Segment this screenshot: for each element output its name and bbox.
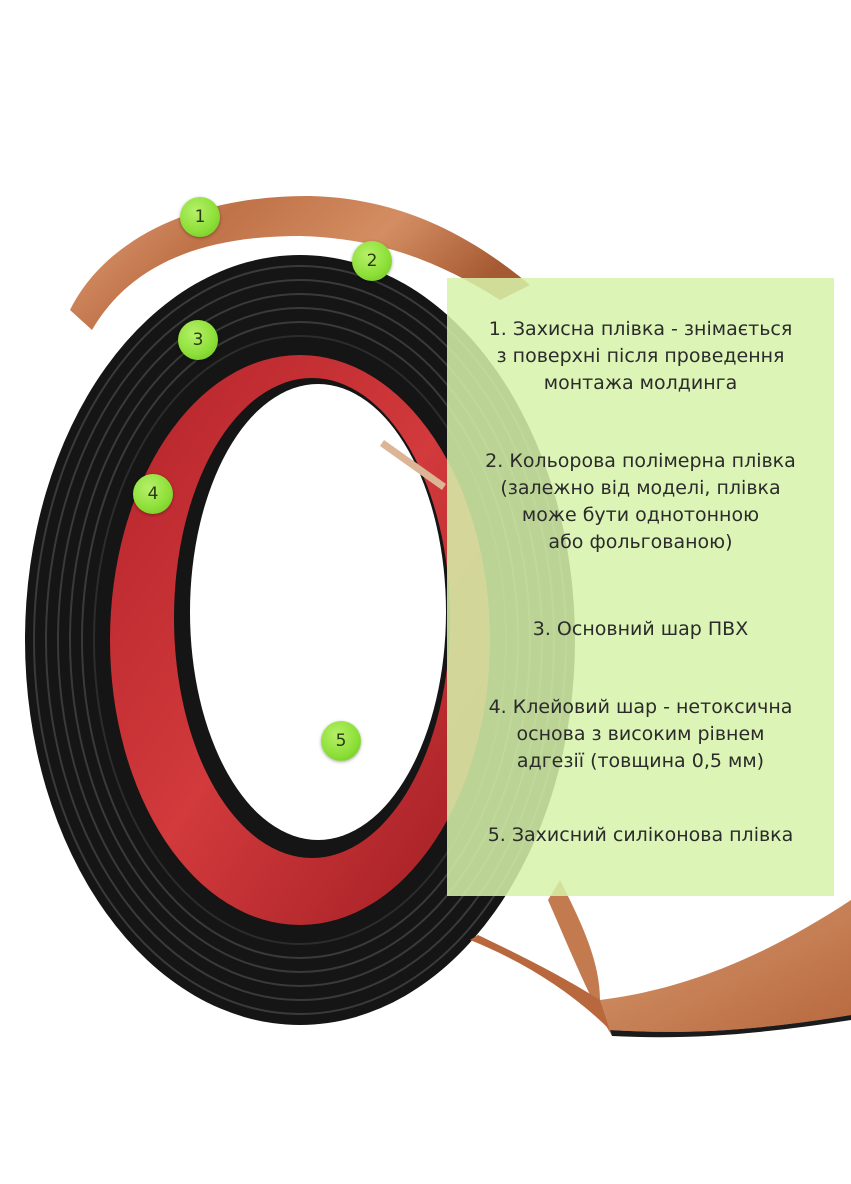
inner-highlight [380,440,446,490]
marker-3: 3 [178,320,218,360]
copper-side-edge [470,880,612,1036]
layer-4-description: 4. Клейовий шар - нетоксична основа з ви… [488,696,793,772]
adhesive-layer [110,355,490,925]
marker-4: 4 [133,474,173,514]
layer-2-description: 2. Кольорова полімерна плівка (залежно в… [485,450,796,553]
tape-tail [600,900,851,1038]
layer-1-description: 1. Захисна плівка - знімається з поверхн… [488,318,793,394]
layer-3-description: 3. Основний шар ПВХ [532,618,749,640]
marker-5: 5 [321,721,361,761]
marker-2: 2 [352,241,392,281]
layer-5-description: 5. Захисний силіконова плівка [487,824,794,846]
marker-1: 1 [180,197,220,237]
layers-info-panel: 1. Захисна плівка - знімається з поверхн… [447,278,834,896]
